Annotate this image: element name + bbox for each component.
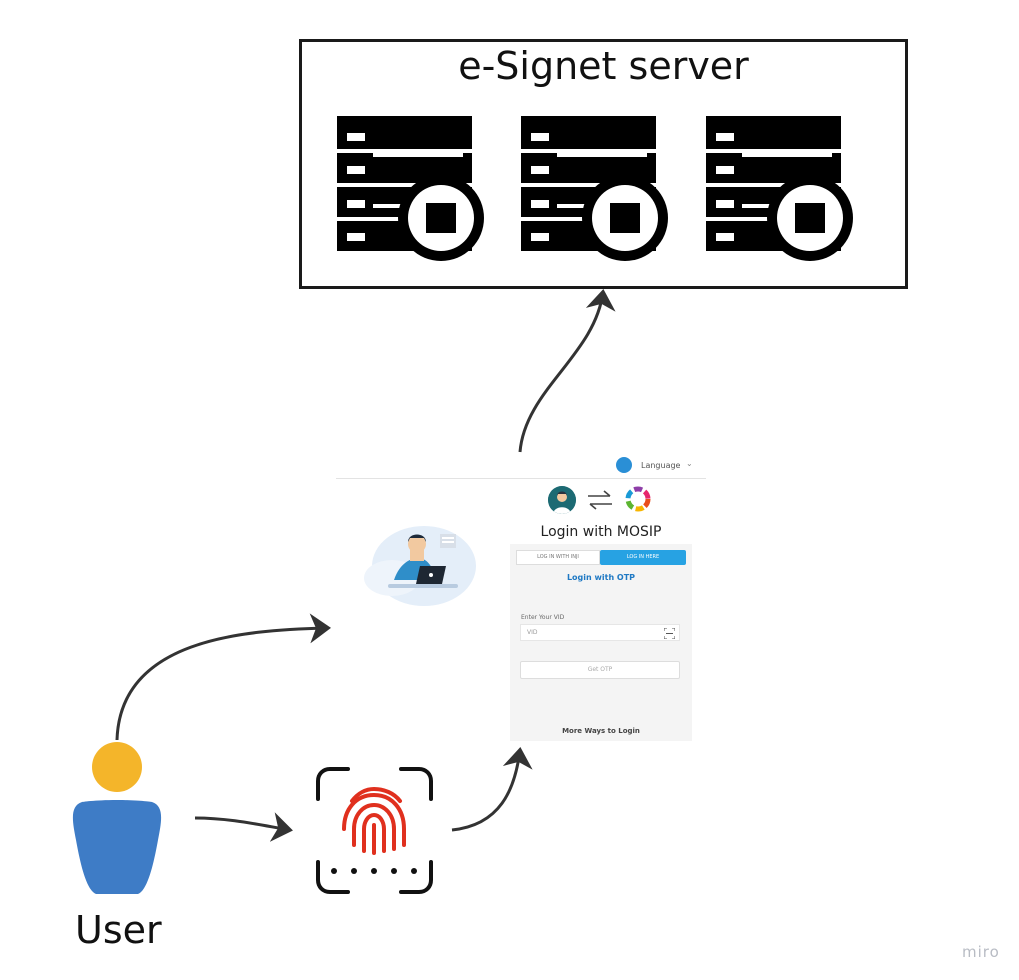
server-icon [706,116,853,261]
more-ways-to-login-link[interactable]: More Ways to Login [562,727,640,735]
scan-icon[interactable] [664,628,675,639]
miro-watermark: miro [962,943,1000,961]
login-title: Login with MOSIP [540,524,662,540]
edge-user-to-illustration [115,613,331,741]
server-box: e-Signet server [299,39,908,289]
person-with-laptop-illustration [364,526,476,606]
mosip-logo-icon [625,486,651,512]
tab-log-in-with-inji[interactable]: LOG IN WITH INJI [516,550,600,565]
server-icon [521,116,668,261]
server-icon [337,116,484,261]
fingerprint-icon [316,767,433,894]
user-label: User [75,908,162,952]
get-otp-button[interactable]: Get OTP [520,661,680,679]
chevron-down-icon[interactable]: ⌄ [686,459,693,468]
edge-user-to-fingerprint [194,812,293,842]
edge-login-to-server [518,289,616,453]
login-top-bar: Language ⌄ [336,452,706,479]
server-title: e-Signet server [458,44,749,88]
tab-log-in-here[interactable]: LOG IN HERE [600,550,686,565]
vid-label: Enter Your VID [521,614,565,621]
edge-fingerprint-to-login [451,747,533,832]
language-selector[interactable]: Language [641,461,681,470]
language-icon[interactable] [616,457,632,473]
vid-input[interactable]: VID [520,624,680,641]
user-icon [72,742,162,894]
vid-placeholder: VID [527,629,538,636]
login-page-screenshot: Language ⌄ Login with MOSIP LOG IN WIT [336,452,706,742]
otp-heading: Login with OTP [566,573,636,582]
login-card [510,544,692,741]
swap-arrows-icon [588,490,612,510]
doctor-avatar-icon [548,486,576,514]
